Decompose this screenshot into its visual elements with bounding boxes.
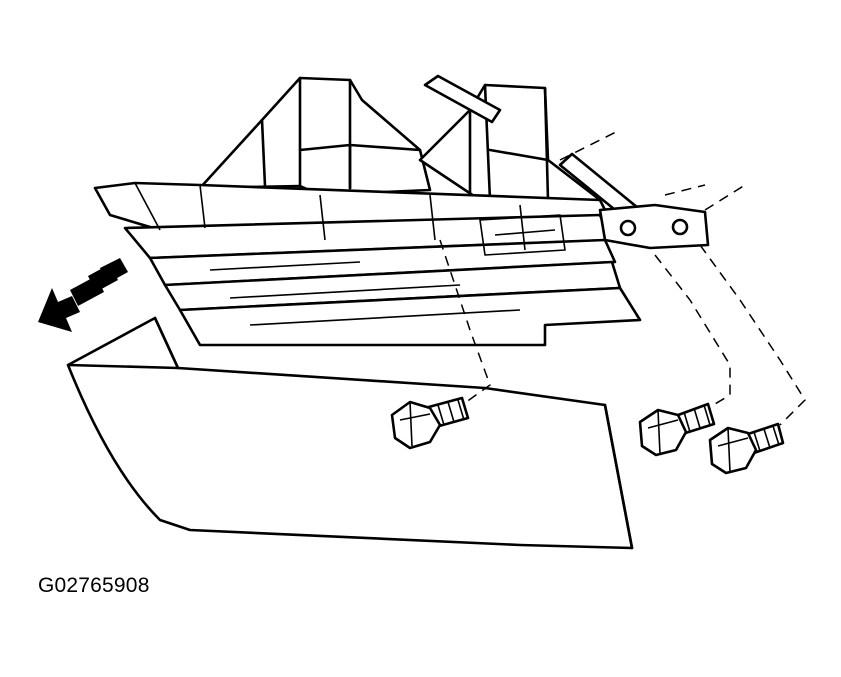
bolt: [390, 396, 470, 450]
leader-lines: [439, 129, 806, 426]
bolt: [708, 422, 785, 475]
bracket-assembly: [93, 76, 642, 347]
trim-panel: [66, 316, 634, 550]
mounting-hole: [619, 219, 637, 237]
mounting-hole: [671, 218, 689, 236]
direction-arrow: [38, 258, 128, 332]
figure-reference-code: G02765908: [38, 574, 150, 597]
mounting-tab: [598, 203, 710, 250]
bolt: [638, 402, 716, 457]
